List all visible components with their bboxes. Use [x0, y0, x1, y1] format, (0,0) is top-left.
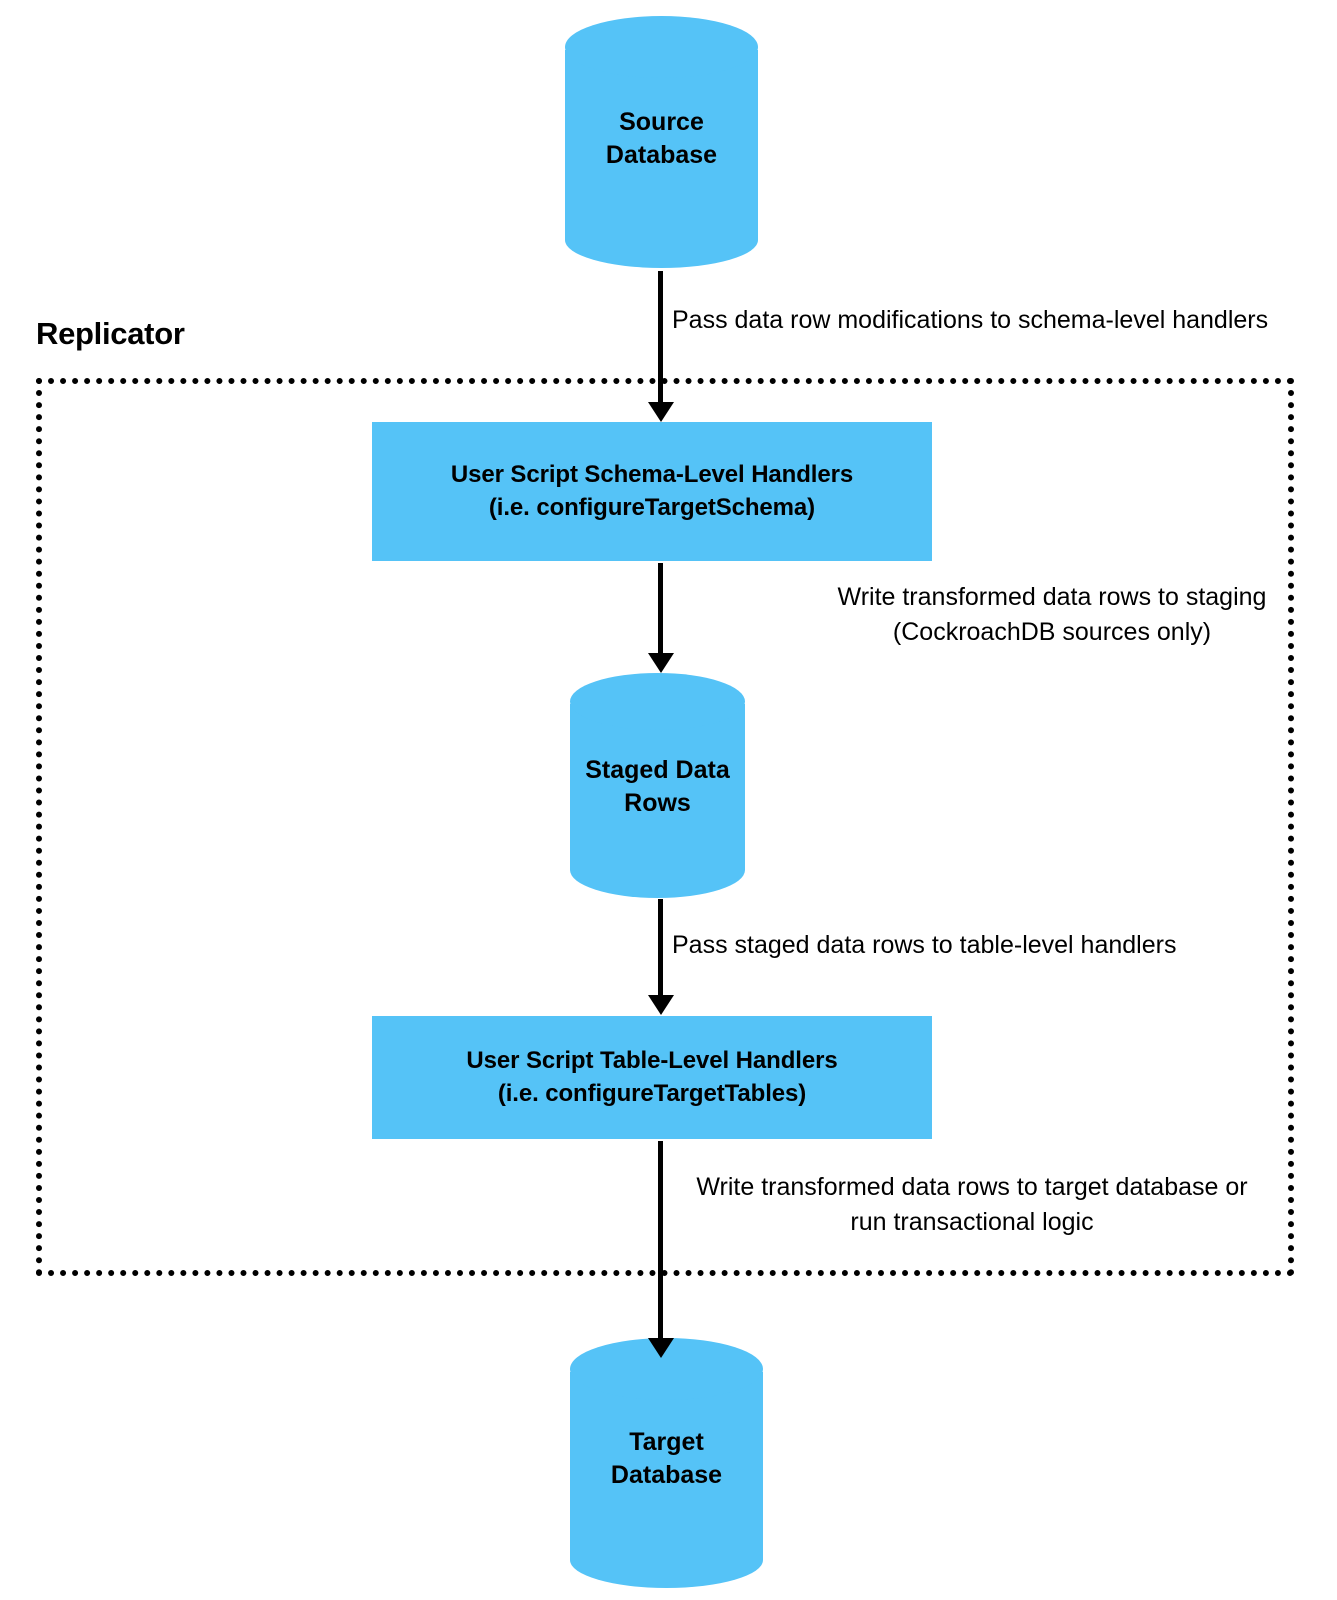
node-table-handlers[interactable]: User Script Table-Level Handlers (i.e. c…	[372, 1016, 932, 1139]
node-target-database-label: Target Database	[610, 1428, 723, 1489]
cylinder-top-ellipse	[570, 673, 745, 730]
edge-source-to-schema-label: Pass data row modifications to schema-le…	[672, 306, 1269, 334]
cylinder-body	[565, 50, 758, 268]
replicator-group-title: Replicator	[36, 316, 185, 351]
cylinder-top-ellipse	[565, 16, 758, 78]
edge-source-to-schema-arrow	[658, 271, 663, 403]
node-schema-handlers-label: User Script Schema-Level Handlers (i.e. …	[450, 461, 854, 521]
edge-schema-to-staged-arrow	[658, 563, 663, 654]
edge-staged-to-table-arrow	[658, 899, 663, 996]
edge-schema-to-staged-label: Write transformed data rows to staging (…	[837, 583, 1267, 646]
node-target-database[interactable]: Target Database	[570, 1338, 763, 1588]
node-staged-data-rows-label: Staged Data Rows	[585, 756, 730, 817]
node-table-handlers-label: User Script Table-Level Handlers (i.e. c…	[466, 1047, 838, 1107]
edge-staged-to-table-label: Pass staged data rows to table-level han…	[672, 931, 1177, 959]
node-schema-handlers[interactable]: User Script Schema-Level Handlers (i.e. …	[372, 422, 932, 561]
node-staged-data-rows[interactable]: Staged Data Rows	[570, 673, 745, 898]
edge-table-to-target-label: Write transformed data rows to target da…	[696, 1173, 1248, 1236]
node-source-database-label: Source Database	[605, 108, 718, 169]
cylinder-body	[570, 1372, 763, 1588]
node-source-database[interactable]: Source Database	[565, 16, 758, 268]
replicator-group-boundary	[36, 378, 1294, 1276]
edge-table-to-target-arrow	[658, 1141, 663, 1339]
cylinder-body	[570, 704, 745, 898]
